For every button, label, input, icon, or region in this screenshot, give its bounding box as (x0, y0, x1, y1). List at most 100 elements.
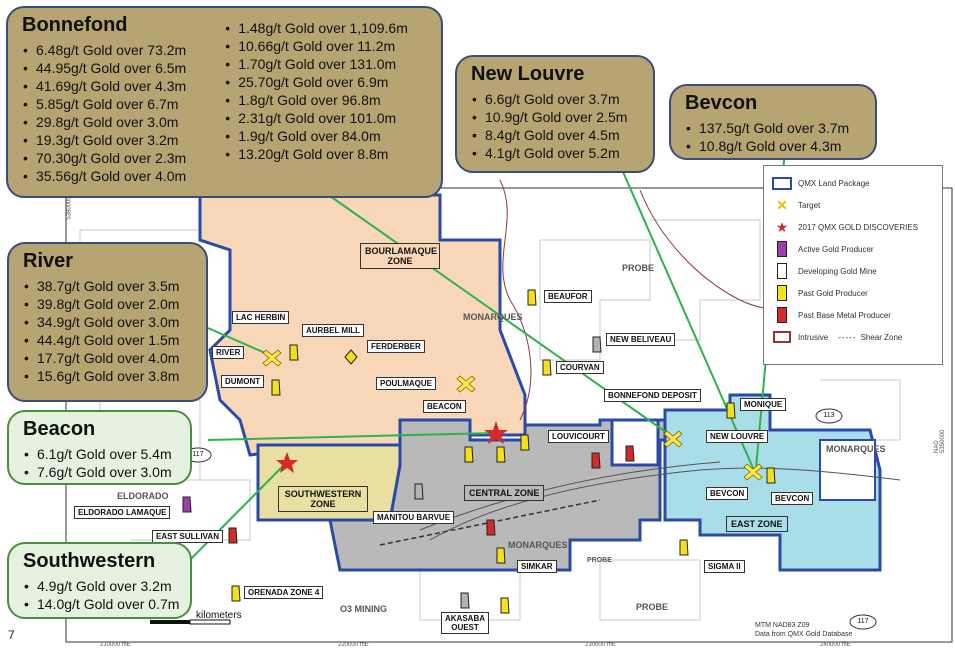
bonnefond-results-col2: 1.48g/t Gold over 1,109.6m10.66g/t Gold … (224, 19, 408, 185)
label-probe-1: PROBE (622, 263, 655, 273)
callout-bevcon: Bevcon 137.5g/t Gold over 3.7m10.8g/t Go… (669, 84, 877, 160)
coord-x-4: 240000 mE (820, 642, 851, 648)
result-item: 25.70g/t Gold over 6.9m (225, 73, 408, 91)
label-orenada-zone-4: ORENADA ZONE 4 (244, 586, 324, 599)
coord-y-right-mid: NAD 5350000 (934, 429, 946, 453)
result-item: 1.8g/t Gold over 96.8m (225, 91, 408, 109)
result-item: 6.6g/t Gold over 3.7m (472, 90, 643, 108)
base-metal-producer-icon (772, 307, 792, 323)
callout-southwestern: Southwestern 4.9g/t Gold over 3.2m14.0g/… (7, 542, 192, 619)
result-item: 4.9g/t Gold over 3.2m (24, 577, 180, 595)
zone-east: EAST ZONE (726, 516, 788, 532)
label-monique: MONIQUE (740, 398, 787, 411)
callout-bonnefond: Bonnefond 6.48g/t Gold over 73.2m44.95g/… (6, 6, 443, 198)
label-monarques-3: MONARQUES (508, 540, 568, 550)
label-probe-3: PROBE (636, 602, 669, 612)
discovery-stars (276, 421, 508, 473)
result-item: 13.20g/t Gold over 8.8m (225, 145, 408, 163)
new-louvre-results: 6.6g/t Gold over 3.7m10.9g/t Gold over 2… (471, 90, 643, 162)
result-item: 5.85g/t Gold over 6.7m (23, 95, 186, 113)
result-item: 70.30g/t Gold over 2.3m (23, 149, 186, 167)
developing-mine-icon (772, 263, 792, 279)
zone-southwestern: SOUTHWESTERN ZONE (278, 486, 368, 512)
label-river: RIVER (212, 346, 245, 359)
active-producer-icons (182, 496, 192, 513)
result-item: 10.66g/t Gold over 11.2m (225, 37, 408, 55)
coord-x-2: 220000 mE (338, 642, 369, 648)
result-item: 29.8g/t Gold over 3.0m (23, 113, 186, 131)
footer-projection: MTM NAD83 Z09 (755, 622, 810, 629)
callout-river: River 38.7g/t Gold over 3.5m39.8g/t Gold… (7, 242, 208, 402)
label-akasaba-ouest: AKASABA OUEST (441, 612, 489, 634)
star-icon: ★ (775, 218, 789, 235)
legend-row: Active Gold Producer (772, 238, 934, 260)
label-beacon: BEACON (423, 400, 466, 413)
label-bonnefond-deposit: BONNEFOND DEPOSIT (604, 389, 701, 402)
result-item: 41.69g/t Gold over 4.3m (23, 77, 186, 95)
result-item: 4.1g/t Gold over 5.2m (472, 144, 643, 162)
label-manitou-barvue: MANITOU BARVUE (373, 511, 455, 524)
legend-label: Target (798, 200, 821, 210)
map-footer: MTM NAD83 Z09 Data from QMX Gold Databas… (755, 621, 852, 639)
label-monarques-1: MONARQUES (463, 312, 523, 322)
legend-row: Developing Gold Mine (772, 260, 934, 282)
label-eldorado-lamaque: ELDORADO LAMAQUE (74, 506, 171, 519)
result-item: 1.70g/t Gold over 131.0m (225, 55, 408, 73)
label-lac-herbin: LAC HERBIN (232, 311, 290, 324)
label-monarques-2: MONARQUES (826, 444, 886, 454)
callout-new-louvre: New Louvre 6.6g/t Gold over 3.7m10.9g/t … (455, 55, 655, 173)
label-ferderber: FERDERBER (367, 340, 425, 353)
result-item: 10.9g/t Gold over 2.5m (472, 108, 643, 126)
label-dumont: DUMONT (221, 375, 265, 388)
label-eldorado: ELDORADO (117, 491, 169, 501)
beacon-results: 6.1g/t Gold over 5.4m7.6g/t Gold over 3.… (23, 445, 180, 481)
bevcon-results: 137.5g/t Gold over 3.7m10.8g/t Gold over… (685, 119, 865, 155)
legend-label: Shear Zone (860, 332, 903, 342)
result-item: 137.5g/t Gold over 3.7m (686, 119, 865, 137)
callout-title: Southwestern (23, 550, 156, 572)
legend-label: Active Gold Producer (798, 244, 874, 254)
aurbel-mill-icon (344, 349, 358, 365)
label-probe-2: PROBE (587, 557, 612, 564)
label-poulmaque: POULMAQUE (376, 377, 436, 390)
label-aurbel-mill: AURBEL MILL (302, 324, 365, 337)
target-markers (262, 349, 763, 481)
label-louvicourt: LOUVICOURT (548, 430, 609, 443)
label-bevcon-1: BEVCON (706, 487, 749, 500)
land-package-icon (772, 175, 792, 191)
river-results: 38.7g/t Gold over 3.5m39.8g/t Gold over … (23, 277, 196, 385)
result-item: 19.3g/t Gold over 3.2m (23, 131, 186, 149)
legend-label: Intrusive (798, 332, 829, 342)
shear-zone-dash-icon: ----- (838, 332, 857, 342)
page-number: 7 (8, 628, 15, 642)
legend-row: Past Base Metal Producer (772, 304, 934, 326)
monarques-parcel (819, 439, 876, 501)
past-gold-producer-icon (772, 285, 792, 301)
intrusive-icon (772, 329, 792, 345)
road-sign-117-east: 117 (857, 618, 869, 625)
legend-label: QMX Land Package (798, 178, 870, 188)
result-item: 34.9g/t Gold over 3.0m (24, 313, 196, 331)
legend-row: ✕ Target (772, 194, 934, 216)
label-east-sullivan: EAST SULLIVAN (152, 530, 223, 543)
callout-title: Bevcon (685, 92, 758, 114)
zone-central: CENTRAL ZONE (464, 485, 545, 501)
result-item: 44.95g/t Gold over 6.5m (23, 59, 186, 77)
legend-row: ★ 2017 QMX GOLD DISCOVERIES (772, 216, 934, 238)
callout-title: Bonnefond (22, 14, 128, 36)
zone-bourlamaque: BOURLAMAQUE ZONE (360, 243, 440, 269)
active-producer-icon (772, 241, 792, 257)
scale-bar (150, 619, 231, 625)
legend-row: QMX Land Package (772, 172, 934, 194)
result-item: 1.9g/t Gold over 84.0m (225, 127, 408, 145)
legend-row: Intrusive ----- Shear Zone (772, 326, 934, 348)
result-item: 39.8g/t Gold over 2.0m (24, 295, 196, 313)
base-metal-producer-icons (228, 445, 635, 544)
callout-title: Beacon (23, 418, 96, 440)
result-item: 44.4g/t Gold over 1.5m (24, 331, 196, 349)
coord-x-3: 230000 mE (585, 642, 616, 648)
label-new-beliveau: NEW BELIVEAU (606, 333, 676, 346)
callout-beacon: Beacon 6.1g/t Gold over 5.4m7.6g/t Gold … (7, 410, 192, 485)
callout-title: River (23, 250, 74, 272)
developing-mine-icons (414, 336, 602, 609)
